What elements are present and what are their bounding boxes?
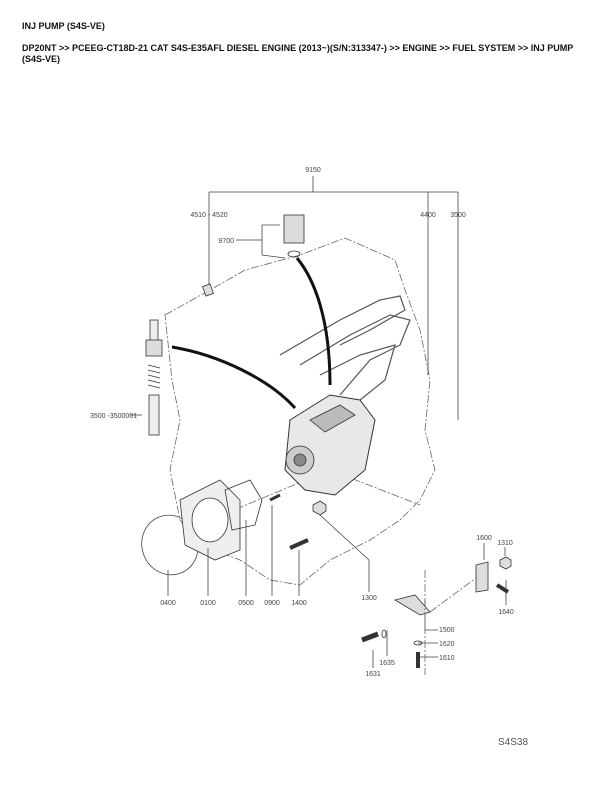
callout-1500: 1500 <box>439 627 455 634</box>
callout-1310: 1310 <box>497 540 513 547</box>
callout-0400: 0400 <box>160 600 176 607</box>
callout-1640: 1640 <box>498 609 514 616</box>
breadcrumb: DP20NT >> PCEEG-CT18D-21 CAT S4S-E35AFL … <box>22 43 574 64</box>
callout-4510-4520: 4510 - 4520 <box>190 212 227 219</box>
callout-3500: 3500 <box>450 212 466 219</box>
callout-1600: 1600 <box>476 535 492 542</box>
callout-1400: 1400 <box>291 600 307 607</box>
callout-3500-3500001: 3500 -3500001 <box>90 413 137 420</box>
callout-9150: 9150 <box>305 167 321 174</box>
callout-1610: 1610 <box>439 655 455 662</box>
callout-1300: 1300 <box>361 595 377 602</box>
callout-4400: 4400 <box>420 212 436 219</box>
callout-1620: 1620 <box>439 641 455 648</box>
callout-0100: 0100 <box>200 600 216 607</box>
callout-bracket-9150 <box>208 176 459 420</box>
callout-0900: 0900 <box>264 600 280 607</box>
bracket-1600 <box>475 561 489 593</box>
figure-code: S4S38 <box>498 737 528 748</box>
engine-block-outline <box>164 237 436 586</box>
callout-1635: 1635 <box>379 660 395 667</box>
callout-1631: 1631 <box>365 671 381 678</box>
callout-0500: 0500 <box>238 600 254 607</box>
fuel-injection-lines <box>279 295 411 401</box>
page-title: INJ PUMP (S4S-VE) <box>22 21 105 31</box>
callout-9700: 9700 <box>218 238 234 245</box>
